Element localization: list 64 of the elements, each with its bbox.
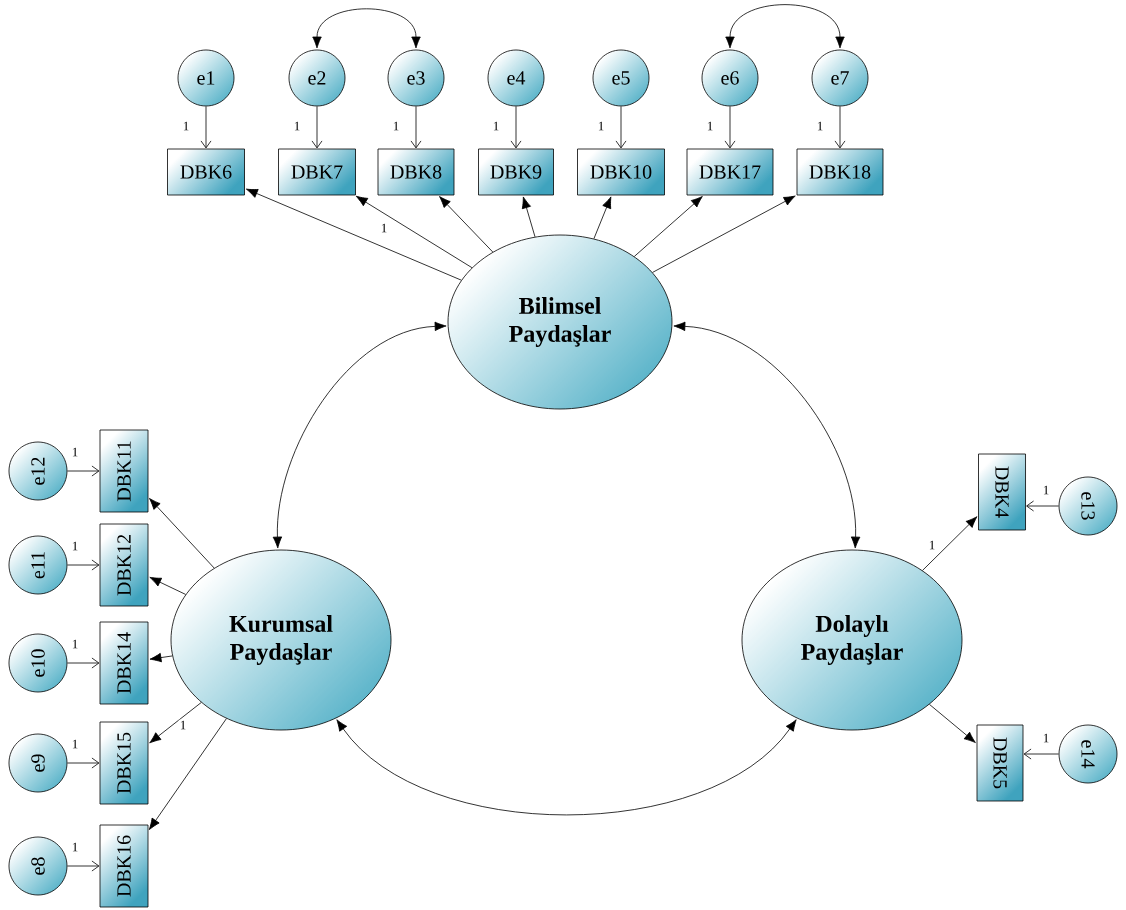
observed-variable-box: DBK12 <box>99 523 149 607</box>
covariance-arrow <box>725 4 845 49</box>
arrow <box>652 195 796 273</box>
covariance-arrow <box>336 719 797 816</box>
arrow <box>67 860 100 872</box>
observed-variable-box: DBK9 <box>478 148 554 196</box>
arrow <box>67 657 100 669</box>
arrow <box>67 465 100 477</box>
edge-label: 1 <box>178 719 188 731</box>
arrow <box>593 196 612 240</box>
edge-label: 1 <box>181 120 191 132</box>
arrow <box>521 196 536 238</box>
arrow <box>149 576 187 595</box>
observed-variable-box: DBK8 <box>377 148 455 196</box>
edge-label: 1 <box>379 222 389 234</box>
arrow <box>724 106 736 149</box>
arrow <box>67 559 100 571</box>
arrow <box>1026 500 1059 512</box>
observed-variable-box: DBK15 <box>99 721 149 805</box>
arrow <box>148 718 227 830</box>
edge-label: 1 <box>292 120 302 132</box>
arrow <box>929 704 976 743</box>
edge-label: 1 <box>927 539 937 551</box>
observed-variable-box: DBK7 <box>278 148 356 196</box>
covariance-arrow <box>673 321 861 549</box>
edge-label: 1 <box>596 120 606 132</box>
arrow <box>355 195 473 269</box>
arrow <box>439 196 494 253</box>
observed-variable-box: DBK4 <box>978 453 1026 531</box>
observed-variable-box: DBK14 <box>99 621 149 705</box>
observed-variable-box: DBK5 <box>976 724 1024 802</box>
edge-label: 1 <box>70 446 80 458</box>
edge-label: 1 <box>70 540 80 552</box>
observed-variable-box: DBK10 <box>577 148 665 196</box>
edge-label: 1 <box>391 120 401 132</box>
arrow <box>149 498 215 569</box>
edge-label: 1 <box>70 638 80 650</box>
arrow <box>410 106 422 149</box>
arrow <box>922 516 978 571</box>
edge-label: 1 <box>1041 484 1051 496</box>
edge-label: 1 <box>705 120 715 132</box>
arrow <box>633 196 703 257</box>
arrow <box>200 106 212 149</box>
edge-label: 1 <box>70 738 80 750</box>
arrow <box>67 757 100 769</box>
covariance-arrow <box>272 321 447 549</box>
edge-label: 1 <box>491 120 501 132</box>
arrow <box>246 188 462 281</box>
observed-variable-box: DBK16 <box>99 824 149 908</box>
edge-label: 1 <box>815 120 825 132</box>
arrow <box>1023 748 1059 760</box>
arrow <box>149 702 202 744</box>
observed-variable-box: DBK18 <box>796 148 884 196</box>
arrow <box>311 106 323 149</box>
arrow <box>834 106 846 149</box>
covariance-arrow <box>312 8 421 49</box>
edge-label: 1 <box>70 841 80 853</box>
observed-variable-box: DBK11 <box>99 429 149 513</box>
edge-label: 1 <box>1041 732 1051 744</box>
arrow <box>510 106 522 149</box>
arrow <box>149 652 173 663</box>
arrow <box>615 106 627 149</box>
observed-variable-box: DBK6 <box>167 148 245 196</box>
observed-variable-box: DBK17 <box>686 148 774 196</box>
